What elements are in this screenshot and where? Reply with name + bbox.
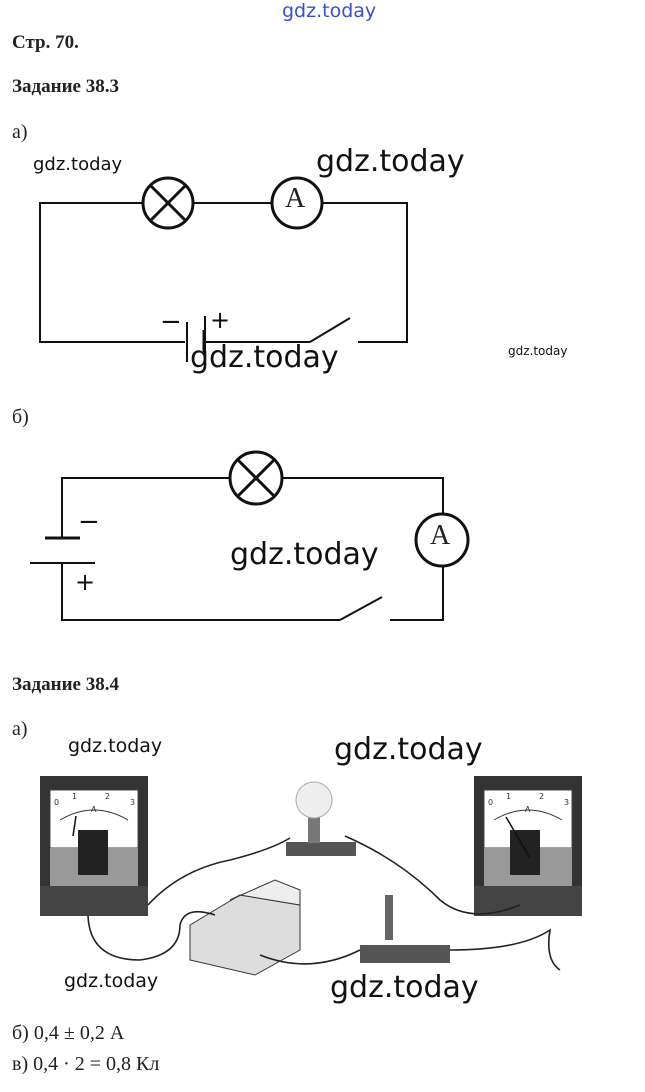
watermark: gdz.today — [64, 970, 159, 992]
meter-left-scale-2: 2 — [105, 792, 111, 801]
wires — [87, 835, 561, 971]
battery-b-plus: + — [75, 568, 96, 596]
watermark: gdz.today — [68, 735, 163, 757]
meter-right-scale-0: 0 — [488, 798, 494, 807]
watermark: gdz.today — [334, 732, 483, 767]
switch-a — [309, 317, 351, 343]
task-38-4-part-a-label: а) — [12, 718, 28, 740]
watermark: gdz.today — [330, 970, 479, 1005]
battery-a-minus: − — [160, 307, 182, 337]
watermark: gdz.today — [316, 144, 465, 179]
watermark: gdz.today — [508, 344, 568, 358]
lamp-a-icon — [141, 176, 195, 230]
answer-c: в) 0,4 · 2 = 0,8 Кл — [12, 1053, 160, 1075]
answer-b: б) 0,4 ± 0,2 А — [12, 1022, 125, 1044]
battery-a-plus: + — [210, 306, 231, 334]
part-b-label: б) — [12, 406, 29, 428]
meter-right-scale-2: 2 — [539, 792, 545, 801]
switch-b — [339, 596, 383, 621]
meter-left-unit: A — [91, 805, 97, 814]
switch-icon — [360, 895, 450, 963]
battery-box-icon — [189, 879, 301, 976]
circuit-a — [39, 176, 408, 362]
ammeter-b-icon — [414, 512, 470, 568]
ammeter-a-label: A — [285, 183, 306, 214]
watermark: gdz.today — [33, 154, 123, 175]
watermark-top: gdz.today — [282, 0, 377, 22]
meter-left-scale-3: 3 — [130, 798, 136, 807]
ammeter-left-icon — [40, 776, 148, 916]
lamp-holder-icon — [286, 781, 356, 856]
meter-right-scale-1: 1 — [506, 792, 512, 801]
meter-left-scale-0: 0 — [54, 798, 60, 807]
part-a-label: а) — [12, 121, 28, 143]
meter-right-scale-3: 3 — [564, 798, 570, 807]
ammeter-right-icon — [474, 776, 582, 916]
page-label: Стр. 70. — [12, 32, 79, 53]
battery-b-minus: − — [78, 507, 100, 537]
circuit-illustration — [40, 776, 582, 976]
meter-right-unit: A — [525, 805, 531, 814]
ammeter-a-icon — [270, 176, 324, 230]
meter-left-scale-1: 1 — [72, 792, 78, 801]
lamp-b-icon — [228, 450, 284, 506]
watermark: gdz.today — [190, 340, 339, 375]
task-38-3-title: Задание 38.3 — [12, 76, 119, 97]
ammeter-b-label: A — [430, 520, 451, 551]
task-38-4-title: Задание 38.4 — [12, 674, 119, 695]
watermark: gdz.today — [230, 537, 379, 572]
circuit-b — [30, 450, 470, 621]
